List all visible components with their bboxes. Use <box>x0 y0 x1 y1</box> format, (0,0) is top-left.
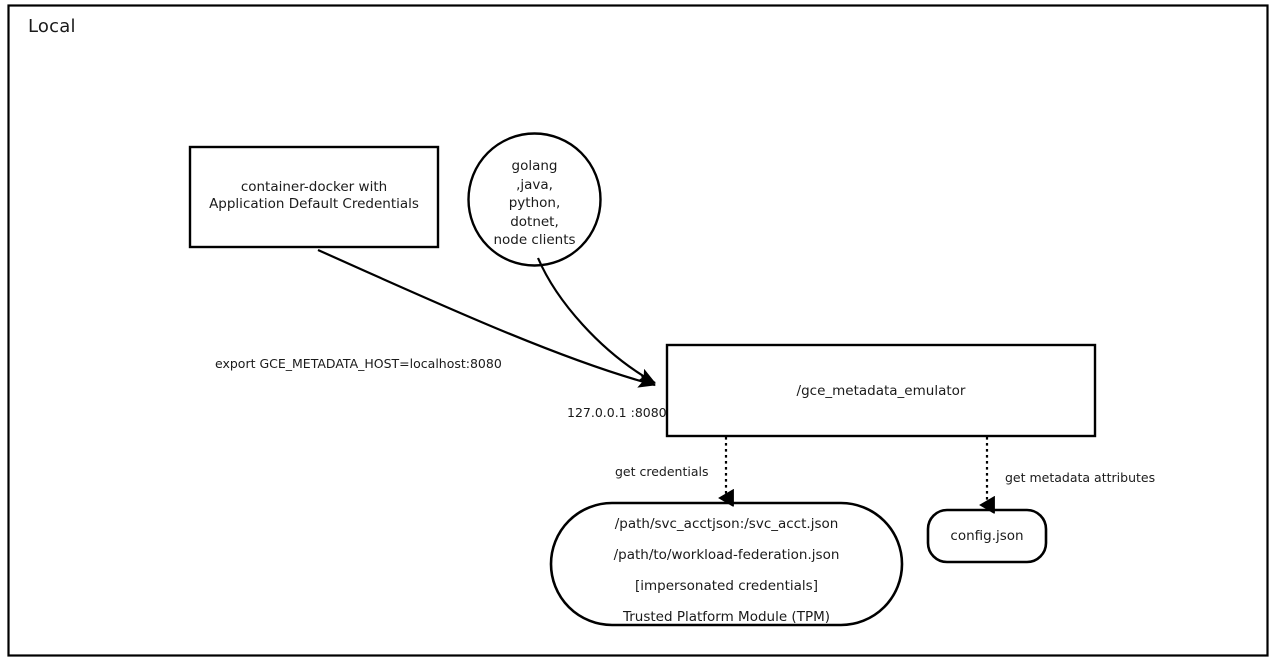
config-node-shape[interactable] <box>926 508 1048 564</box>
edge-clients-to-emulator <box>536 257 656 384</box>
clients-node-shape[interactable] <box>467 132 602 267</box>
edge-docker-to-emulator <box>317 248 657 388</box>
credentials-node-shape[interactable] <box>549 501 904 627</box>
emulator-node-shape[interactable] <box>665 343 1097 438</box>
frame-title: Local <box>28 16 76 37</box>
docker-node-shape[interactable] <box>188 145 440 249</box>
